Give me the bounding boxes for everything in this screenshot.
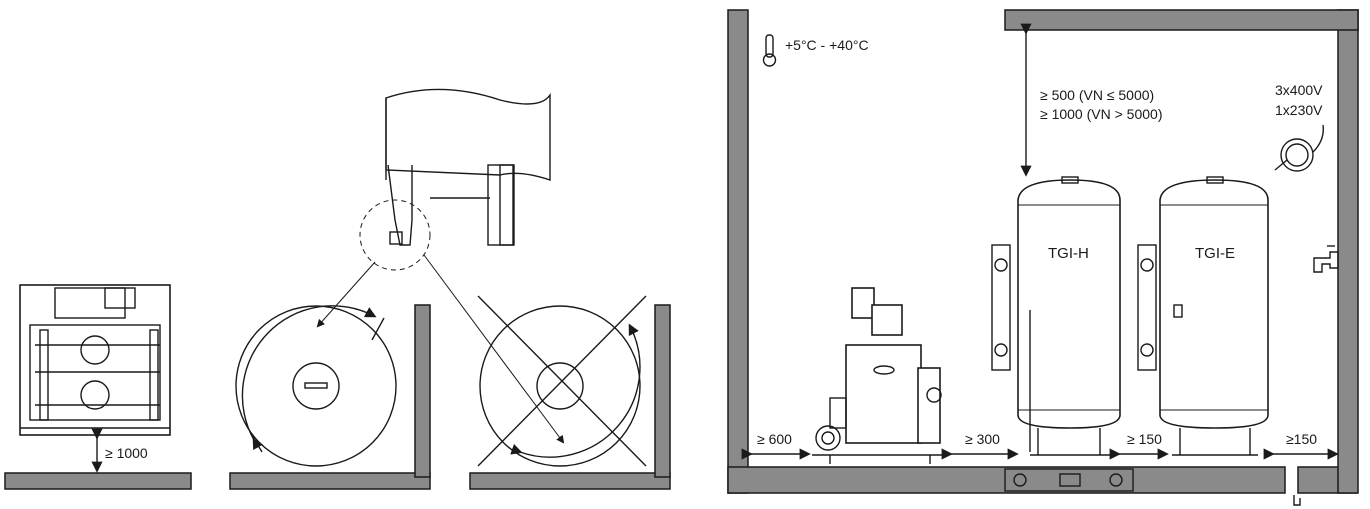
power-label-1: 3x400V (1275, 82, 1323, 98)
wall-right-3 (654, 304, 671, 478)
spirit-level-icon (1004, 468, 1134, 492)
ceiling-clearance-line1: ≥ 500 (VN ≤ 5000) (1040, 87, 1154, 103)
tank-tgi-e: TGI-E (1137, 176, 1269, 456)
wall-right-2 (414, 304, 431, 478)
left-wall (727, 9, 749, 494)
floor-slab-3 (469, 472, 671, 490)
tank-tgi-h-label: TGI-H (1048, 245, 1089, 262)
water-tap-icon (1313, 245, 1339, 273)
front-clearance-label: ≥ 1000 (105, 445, 148, 461)
thermometer-icon (762, 34, 777, 67)
tank-tank-clearance-label: ≥ 150 (1127, 431, 1162, 447)
pump-unit-front (19, 284, 171, 436)
tank-tgi-e-label: TGI-E (1195, 245, 1235, 262)
floor (727, 466, 1286, 494)
tank-tgi-h: TGI-H (991, 176, 1121, 456)
rotating-foot-nok (477, 295, 647, 467)
right-wall (1337, 9, 1359, 494)
floor-drain-icon (1293, 495, 1301, 506)
panel-room-layout: +5°C - +40°C ≥ 500 (VN ≤ 5000) ≥ 1000 (V… (727, 9, 1359, 506)
power-label-2: 1x230V (1275, 102, 1323, 118)
ceiling (1004, 9, 1359, 31)
temperature-label: +5°C - +40°C (785, 37, 869, 53)
tank-bottom-view (316, 88, 565, 444)
rotating-foot-ok (235, 305, 397, 467)
panel-rotation (229, 88, 671, 490)
floor-slab (4, 472, 192, 490)
rotation-arrow-icon (241, 305, 377, 451)
unit-tank-clearance-label: ≥ 300 (965, 431, 1000, 447)
right-clearance-label: ≥150 (1286, 431, 1317, 447)
panel-front-clearance: ≥ 1000 (4, 284, 192, 490)
detail-circle (359, 199, 431, 271)
power-cable-icon (1274, 124, 1324, 172)
ceiling-clearance-line2: ≥ 1000 (VN > 5000) (1040, 106, 1162, 122)
left-clearance-label: ≥ 600 (757, 431, 792, 447)
floor-slab-2 (229, 472, 431, 490)
cross-line-2 (477, 295, 647, 467)
pressure-unit (812, 287, 945, 464)
